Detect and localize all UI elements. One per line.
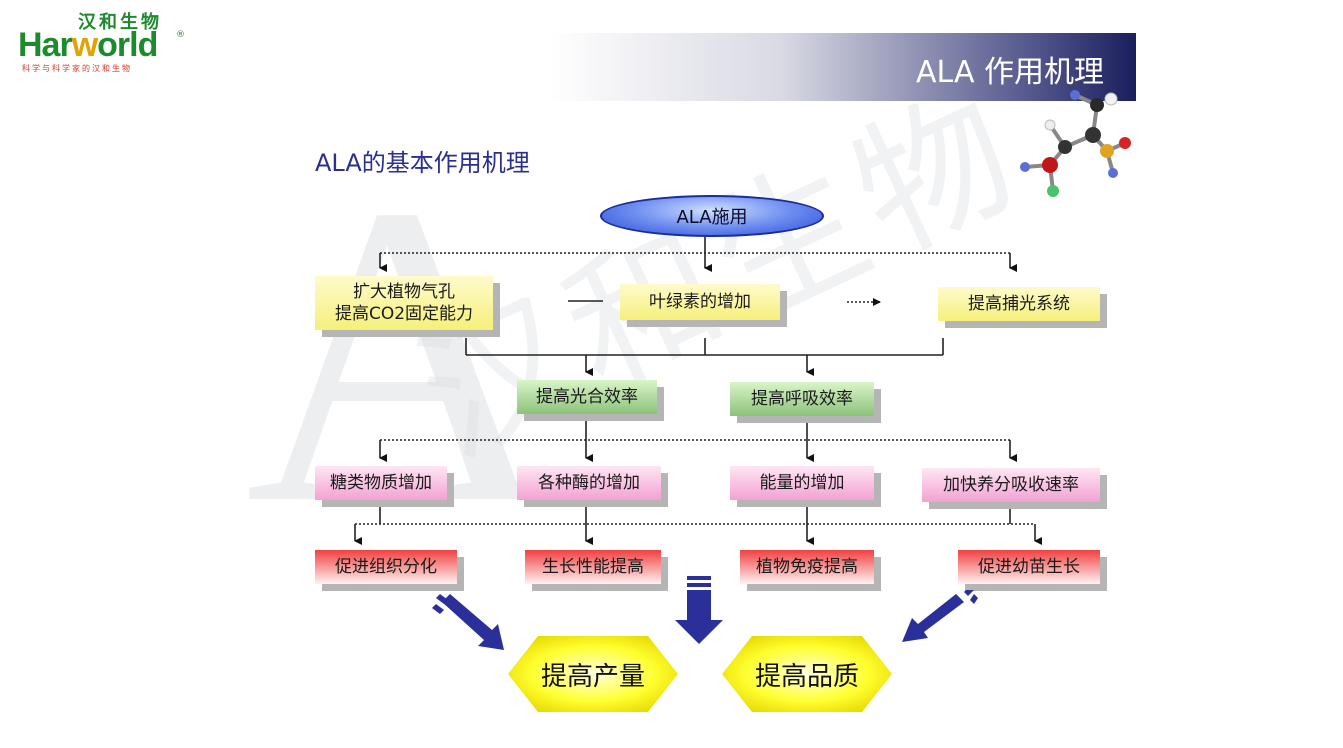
logo-wordmark-part: Har [18,26,73,64]
node-level4-growth: 生长性能提高 [525,550,661,584]
node-level4-differentiation: 促进组织分化 [315,550,457,584]
node-line1: 扩大植物气孔 [352,281,455,302]
root-node: ALA施用 [600,195,824,237]
node-level1-chlorophyll: 叶绿素的增加 [620,284,780,320]
node-level2-photosynthesis: 提高光合效率 [517,380,657,414]
logo-wordmark-part: orld [97,26,158,64]
outcome-yield: 提高产量 [540,661,645,692]
outcome-quality-shape [722,636,892,712]
molecule-icon [1020,90,1131,197]
node-level3-enzymes: 各种酶的增加 [517,466,661,500]
page-title: ALA 作用机理 [916,55,1104,90]
outcome-yield-shape [508,636,678,712]
title-bar: ALA 作用机理 [548,33,1136,101]
node-level1-stomata: 扩大植物气孔 提高CO2固定能力 [315,276,493,330]
node-line2: 提高CO2固定能力 [334,304,474,324]
section-subtitle: ALA的基本作用机理 [315,149,530,177]
arrow-to-quality-icon [902,590,978,642]
logo-wordmark-accent: w [71,26,98,64]
node-level2-respiration: 提高呼吸效率 [730,382,874,416]
logo-wordmark: Harworld [18,26,158,65]
logo-chinese: 汉和生物 [78,12,162,33]
node-level3-energy: 能量的增加 [730,466,874,500]
node-text: 扩大植物气孔 提高CO2固定能力 [335,281,473,325]
logo-tagline: 科学与科学家的汉和生物 [22,64,132,73]
node-level4-immunity: 植物免疫提高 [740,550,874,584]
node-level3-nutrient: 加快养分吸收速率 [922,468,1100,502]
node-level4-seedling: 促进幼苗生长 [958,550,1100,584]
arrow-down-icon [675,576,723,644]
node-level1-light-harvest: 提高捕光系统 [938,287,1100,321]
arrow-to-yield-icon [432,594,504,650]
node-level3-sugar: 糖类物质增加 [315,466,447,500]
outcome-quality: 提高品质 [754,661,859,692]
registered-mark: ® [176,30,185,40]
